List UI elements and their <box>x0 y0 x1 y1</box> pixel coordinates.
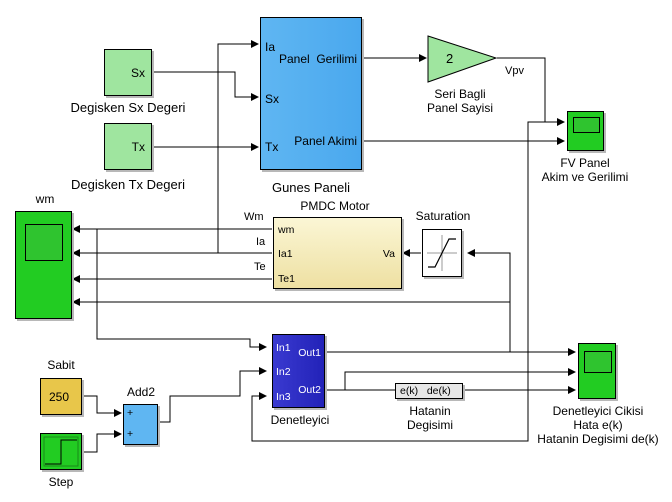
pv-port-current: Panel Akimi <box>294 134 357 148</box>
constant-value: 250 <box>49 390 70 404</box>
step-block[interactable] <box>40 433 82 470</box>
step-icon <box>43 436 79 467</box>
add-sign-2: + <box>127 428 134 440</box>
te-signal-label: Te <box>254 261 266 273</box>
gain-label-line1: Seri Bagli <box>434 87 486 101</box>
line-step-to-add <box>82 430 122 453</box>
derivative-label: Hatanin Degisimi <box>385 404 475 433</box>
wm-scope-block[interactable] <box>15 211 72 319</box>
ctrl-port-in3: In3 <box>276 391 291 403</box>
controller-scope-label-line3: Hatanin Degisimi de(k) <box>537 431 659 446</box>
gain-label-line2: Panel Sayisi <box>426 100 494 115</box>
line-wm-feedback <box>96 229 267 351</box>
pv-scope-label: FV Panel Akim ve Gerilimi <box>530 156 640 185</box>
gain-value: 2 <box>446 51 453 66</box>
saturation-block[interactable] <box>422 229 462 277</box>
pv-port-voltage: Panel Gerilimi <box>278 52 357 66</box>
tx-constant-block[interactable]: Tx <box>104 123 152 170</box>
sx-label: Degisken Sx Degeri <box>70 100 186 115</box>
controller-scope-label-line1: Denetleyici Cikisi <box>552 404 644 418</box>
sx-text: Sx <box>130 66 145 80</box>
constant-label: Sabit <box>47 358 75 372</box>
wm-scope-label: wm <box>35 192 55 206</box>
controller-scope-label: Denetleyici Cikisi Hata e(k) Hatanin Deg… <box>524 404 672 446</box>
pv-port-sx: Sx <box>265 92 280 106</box>
add-label: Add2 <box>126 385 156 399</box>
line-vpv <box>497 57 565 126</box>
saturation-icon <box>427 235 457 271</box>
line-const-to-add <box>82 395 122 417</box>
motor-port-va: Va <box>382 248 395 260</box>
pv-port-ia: Ia <box>265 40 276 54</box>
pv-scope-screen <box>573 117 600 133</box>
controller-label: Denetleyici <box>270 413 330 427</box>
derivative-label-line2: Degisimi <box>406 417 453 432</box>
line-out1-to-sat <box>467 249 511 352</box>
step-label: Step <box>48 475 74 489</box>
motor-port-ia1: Ia1 <box>278 248 293 260</box>
line-sx <box>152 71 259 101</box>
add-block[interactable]: + + <box>123 404 158 445</box>
derivative-text: e(k) de(k) <box>400 385 451 397</box>
gain-label: Seri Bagli Panel Sayisi <box>405 87 515 116</box>
pmdc-motor-block[interactable]: wm Ia1 Te1 Va <box>273 217 402 289</box>
controller-scope-label-line2: Hata e(k) <box>573 417 623 432</box>
sx-constant-block[interactable]: Sx <box>104 49 152 96</box>
ctrl-port-in2: In2 <box>276 366 291 378</box>
motor-label: PMDC Motor <box>300 199 370 213</box>
solar-panel-label: Gunes Paneli <box>271 180 351 195</box>
add-sign-1: + <box>127 407 134 419</box>
motor-port-te1: Te1 <box>278 273 295 285</box>
constant-block[interactable]: 250 <box>40 378 82 415</box>
pv-scope-block[interactable] <box>567 111 604 151</box>
controller-scope-screen <box>584 351 612 373</box>
ctrl-port-out1: Out1 <box>298 347 321 359</box>
line-out2-branch <box>344 368 576 390</box>
pv-port-tx: Tx <box>265 140 279 154</box>
tx-label: Degisken Tx Degeri <box>71 177 185 192</box>
controller-block[interactable]: In1 In2 In3 Out1 Out2 <box>272 334 325 408</box>
motor-port-wm: wm <box>278 224 295 236</box>
ctrl-port-out2: Out2 <box>298 384 321 396</box>
solar-panel-block[interactable]: Ia Sx Tx Panel Gerilimi Panel Akimi <box>260 17 362 170</box>
pv-scope-label-line1: FV Panel <box>560 156 610 170</box>
line-ia-feedback <box>217 40 259 253</box>
line-add-to-ctrl <box>158 367 267 423</box>
wm-signal-label: Wm <box>244 211 264 223</box>
ctrl-port-in1: In1 <box>276 342 291 354</box>
vpv-signal-label: Vpv <box>505 65 524 77</box>
derivative-label-line1: Hatanin <box>409 404 451 418</box>
controller-scope-block[interactable] <box>578 343 616 399</box>
gain-block[interactable]: 2 <box>426 34 500 84</box>
line-vpv-branch <box>251 121 545 442</box>
saturation-label: Saturation <box>415 209 471 223</box>
error-derivative-block[interactable]: e(k) de(k) <box>395 383 463 399</box>
pv-scope-label-line2: Akim ve Gerilimi <box>541 169 629 184</box>
tx-text: Tx <box>131 140 145 154</box>
wm-scope-screen <box>25 224 63 261</box>
ia-signal-label: Ia <box>256 236 266 248</box>
